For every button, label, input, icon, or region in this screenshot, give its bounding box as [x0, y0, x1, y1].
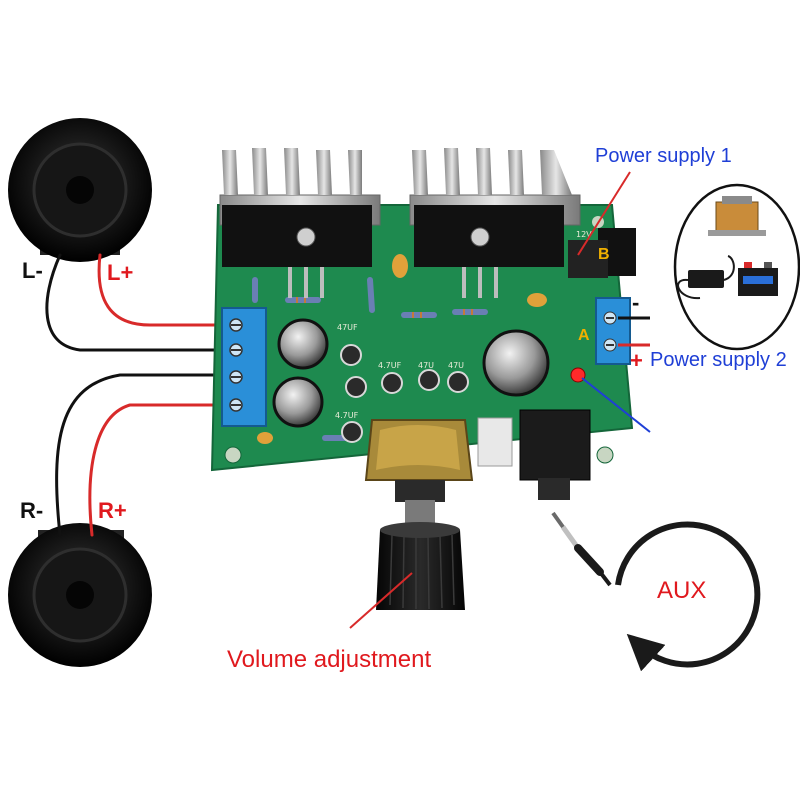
speaker-wires [45, 253, 234, 537]
right-minus-wire [55, 373, 234, 537]
speaker-terminal-block [221, 307, 267, 427]
silk-47u-a: 47U [418, 361, 434, 370]
audio-jack-housing [519, 409, 591, 481]
header-connector [477, 417, 513, 467]
terminal-a-label: A [578, 327, 590, 344]
right-plus-label: R+ [98, 498, 127, 523]
power-supply-2-label: Power supply 2 [650, 349, 787, 371]
silk-47uf: 47UF [337, 323, 358, 332]
supply1-pointer-line [577, 171, 631, 256]
aux-plug-icon [551, 511, 612, 587]
left-plus-wire [97, 253, 234, 327]
heatsink-left [219, 148, 381, 298]
power-adapter-icon [677, 255, 735, 300]
battery-icon [738, 262, 778, 296]
power-sources-group [673, 183, 800, 351]
power-supply-1-label: Power supply 1 [595, 145, 732, 167]
volume-knob [376, 530, 465, 610]
volume-pointer-line [349, 572, 413, 629]
right-minus-label: R- [20, 498, 44, 523]
silk-12v: 12V [576, 230, 592, 239]
power-plus-sign: + [630, 348, 643, 373]
filter-capacitors [272, 318, 550, 428]
audio-jack-port [538, 478, 570, 500]
aux-circular-arrow [615, 521, 761, 672]
left-speaker [8, 118, 152, 262]
amplifier-pcb: 47UF 4.7UF 47U 47U 4.7UF 12V [210, 204, 636, 500]
transformer-icon [708, 196, 766, 236]
heatsinks [219, 148, 581, 298]
volume-potentiometer [364, 419, 474, 610]
power-minus-sign: - [632, 290, 640, 315]
silk-47u-b: 47U [448, 361, 464, 370]
heatsink-right [409, 148, 581, 298]
power-terminal-block [595, 297, 650, 365]
right-plus-wire [88, 403, 234, 537]
left-minus-label: L- [22, 258, 43, 283]
volume-adjustment-label: Volume adjustment [227, 646, 432, 673]
left-plus-label: L+ [107, 260, 134, 285]
left-minus-wire [45, 253, 234, 352]
right-speaker [8, 523, 152, 667]
silk-4-7uf-b: 4.7UF [335, 411, 359, 420]
terminal-b-label: B [598, 246, 610, 263]
led-pointer-line [581, 377, 651, 433]
power-led [570, 367, 586, 383]
aux-label: AUX [657, 577, 707, 604]
silk-4-7uf-a: 4.7UF [378, 361, 402, 370]
